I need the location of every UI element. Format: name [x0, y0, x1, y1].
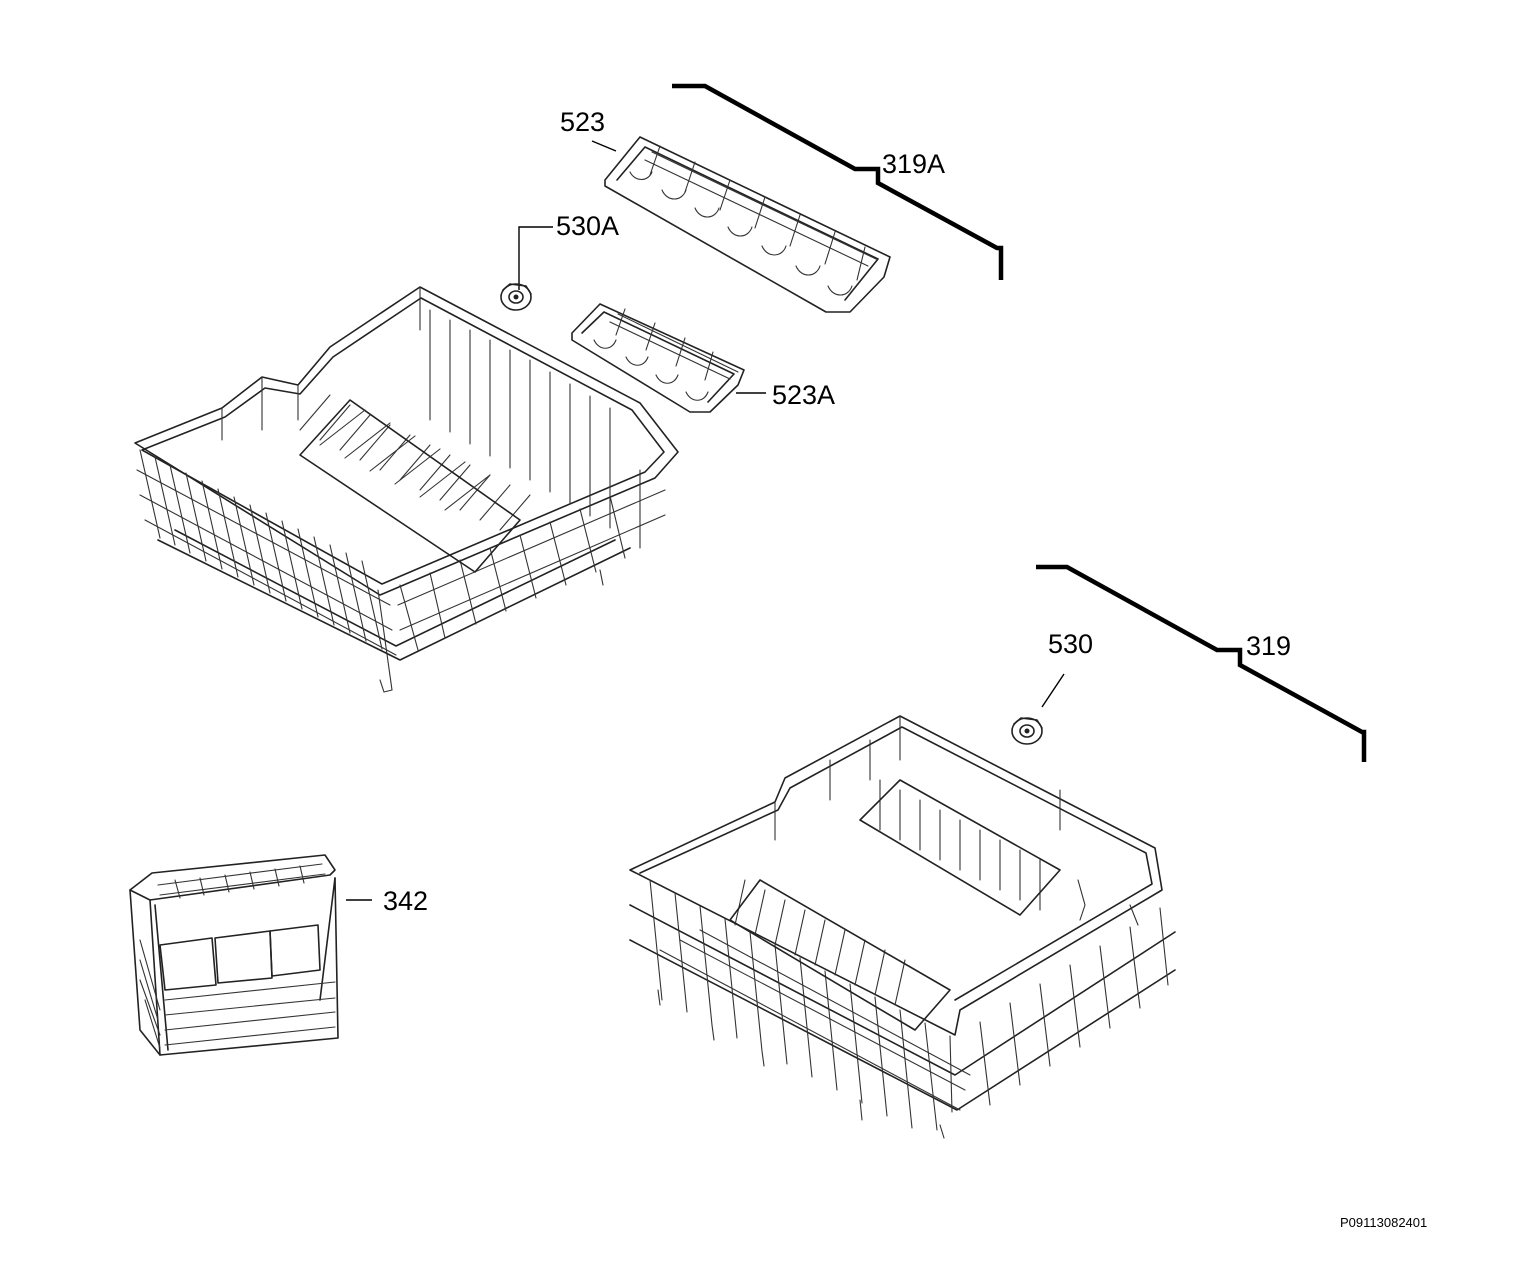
upper-wire-basket-icon [134, 286, 679, 693]
lower-wire-basket-icon [629, 715, 1176, 1139]
document-id: P09113082401 [1340, 1215, 1427, 1230]
part-label-319A: 319A [882, 149, 945, 179]
part-label-523A: 523A [772, 380, 835, 410]
bracket-319A [672, 83, 1004, 280]
folding-cup-rack-icon [604, 136, 891, 313]
leader-523 [591, 140, 617, 152]
folding-cup-rack-small-icon [571, 303, 745, 413]
part-label-523: 523 [560, 107, 605, 137]
part-label-530A: 530A [556, 211, 619, 241]
part-label-342: 342 [383, 886, 428, 916]
part-label-530: 530 [1048, 629, 1093, 659]
leader-530A [518, 226, 553, 290]
basket-wheel-icon [500, 283, 532, 311]
bracket-319 [1036, 564, 1367, 762]
cutlery-basket-icon [129, 854, 339, 1056]
part-label-319: 319 [1246, 631, 1291, 661]
basket-wheel-icon [1011, 717, 1043, 745]
leader-530 [1041, 673, 1065, 708]
